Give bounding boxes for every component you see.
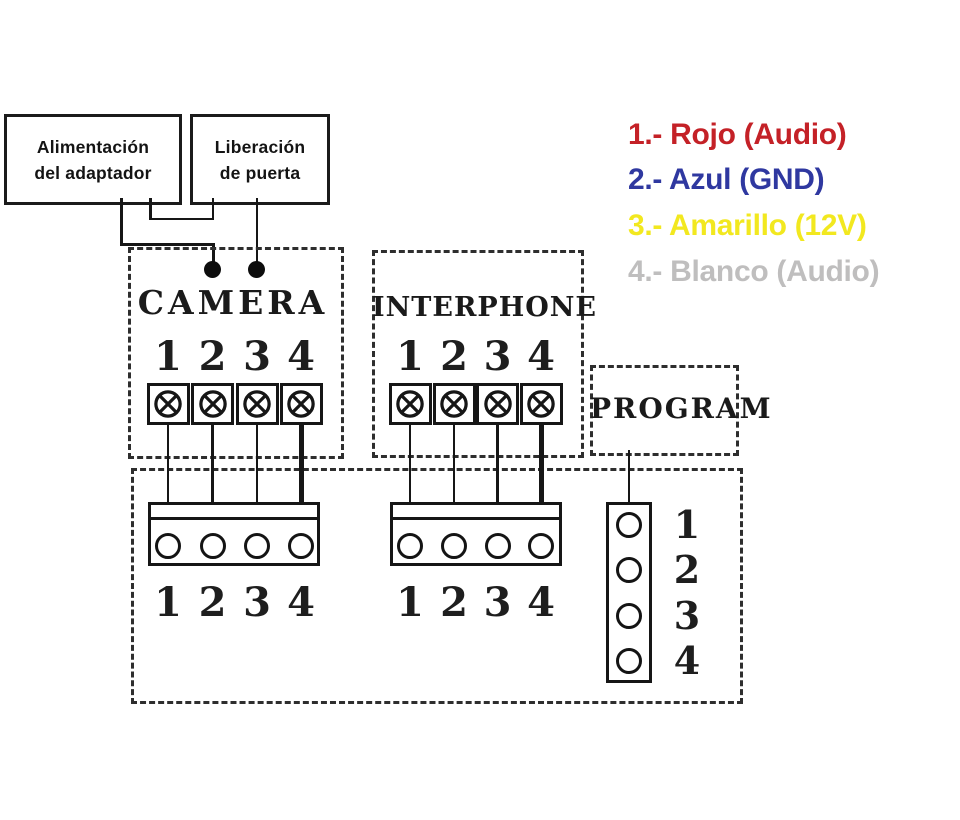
wire-link-right-leg <box>211 198 214 220</box>
camera-plug-pin-1 <box>155 533 181 559</box>
camera-terminal-number: 2 <box>198 333 227 380</box>
wire-camera-4-thick <box>298 424 304 534</box>
program-title: PROGRAM <box>590 392 773 425</box>
wire-interphone-1 <box>408 424 412 534</box>
wire-link-left-leg <box>149 198 152 220</box>
interphone-screw-terminal-1 <box>388 383 432 425</box>
camera-module-outline <box>128 247 344 459</box>
adapter-power-box: Alimentación del adaptador <box>4 114 182 205</box>
program-module-outline <box>590 365 739 456</box>
interphone-plug-pin-2 <box>441 533 467 559</box>
legend-item-white: 4.- Blanco (Audio) <box>628 255 880 288</box>
interphone-module-outline <box>372 250 584 458</box>
camera-plug-number: 3 <box>243 579 271 626</box>
interphone-plug-number: 1 <box>396 579 424 626</box>
camera-plug-pin-3 <box>244 533 270 559</box>
interphone-plug-pin-3 <box>484 533 511 559</box>
wire-interphone-3 <box>496 424 499 534</box>
wire-program <box>627 450 631 504</box>
interphone-terminal-number: 2 <box>440 333 468 380</box>
adapter-power-label-line2: del adaptador <box>34 162 152 183</box>
camera-title: CAMERA <box>137 283 329 322</box>
wire-adapter-into-camera-2 <box>212 243 215 265</box>
wire-link-adapter-door <box>149 217 214 220</box>
screw-head-icon <box>243 390 271 418</box>
program-plug-pin-3 <box>616 603 642 629</box>
interphone-screw-terminal-2 <box>432 383 476 425</box>
camera-screw-terminal-4 <box>279 383 323 425</box>
camera-terminal-number: 3 <box>243 333 271 380</box>
camera-terminal-number: 1 <box>154 333 182 380</box>
wire-arrow-camera-2 <box>204 261 221 278</box>
interphone-plug-pin-1 <box>397 533 423 559</box>
program-pin-number: 2 <box>673 547 701 592</box>
camera-screw-terminal-3 <box>235 383 279 425</box>
legend-item-red: 1.- Rojo (Audio) <box>628 118 847 151</box>
interphone-screw-terminal-3 <box>476 383 519 425</box>
interphone-terminal-number: 3 <box>483 333 512 380</box>
screw-head-icon <box>483 390 512 418</box>
door-release-box: Liberación de puerta <box>190 114 330 205</box>
interphone-screw-terminal-4 <box>519 383 563 425</box>
interphone-plug-number: 3 <box>483 579 512 626</box>
interphone-plug-pin-4 <box>528 533 554 559</box>
camera-screw-terminal-1 <box>146 383 190 425</box>
wire-camera-3 <box>255 424 259 534</box>
door-release-label-line2: de puerta <box>219 162 301 183</box>
screw-head-icon <box>287 390 315 418</box>
screw-head-icon <box>440 390 468 418</box>
screw-head-icon <box>396 390 424 418</box>
program-plug-pin-4 <box>616 648 642 674</box>
wire-adapter-down <box>120 198 123 245</box>
camera-plug-number: 2 <box>198 579 227 626</box>
wire-interphone-4-thick <box>538 424 544 534</box>
interphone-title: INTERPHONE <box>372 292 598 323</box>
legend-item-blue: 2.- Azul (GND) <box>628 163 825 196</box>
camera-terminal-number: 4 <box>287 333 315 380</box>
camera-plug-number: 4 <box>287 579 315 626</box>
interphone-terminal-number: 1 <box>396 333 424 380</box>
wire-interphone-2 <box>452 424 456 534</box>
wire-camera-2 <box>211 424 214 534</box>
program-pin-number: 1 <box>673 502 701 547</box>
adapter-power-label-line1: Alimentación <box>36 136 150 157</box>
screw-head-icon <box>198 390 227 418</box>
interphone-plug-number: 4 <box>527 579 555 626</box>
interphone-plug-number: 2 <box>440 579 468 626</box>
wire-door-into-camera-3 <box>255 198 258 263</box>
program-pin-number: 4 <box>673 638 701 683</box>
screw-head-icon <box>154 390 182 418</box>
legend-item-yellow: 3.- Amarillo (12V) <box>628 209 867 242</box>
camera-plug-pin-2 <box>199 533 226 559</box>
camera-plug-pin-4 <box>288 533 314 559</box>
program-plug-pin-1 <box>616 512 642 538</box>
camera-plug-number: 1 <box>154 579 182 626</box>
wire-camera-1 <box>166 424 170 534</box>
door-release-label-line1: Liberación <box>214 136 306 157</box>
wiring-harness-outline <box>131 468 743 704</box>
screw-head-icon <box>527 390 555 418</box>
wire-adapter-horizontal <box>120 243 215 246</box>
wire-arrow-camera-3 <box>248 261 265 278</box>
program-pin-number: 3 <box>673 593 701 638</box>
program-plug-pin-2 <box>616 557 642 583</box>
camera-plug-divider <box>151 517 317 520</box>
interphone-terminal-number: 4 <box>527 333 555 380</box>
camera-screw-terminal-2 <box>191 383 234 425</box>
interphone-plug-divider <box>393 517 559 520</box>
